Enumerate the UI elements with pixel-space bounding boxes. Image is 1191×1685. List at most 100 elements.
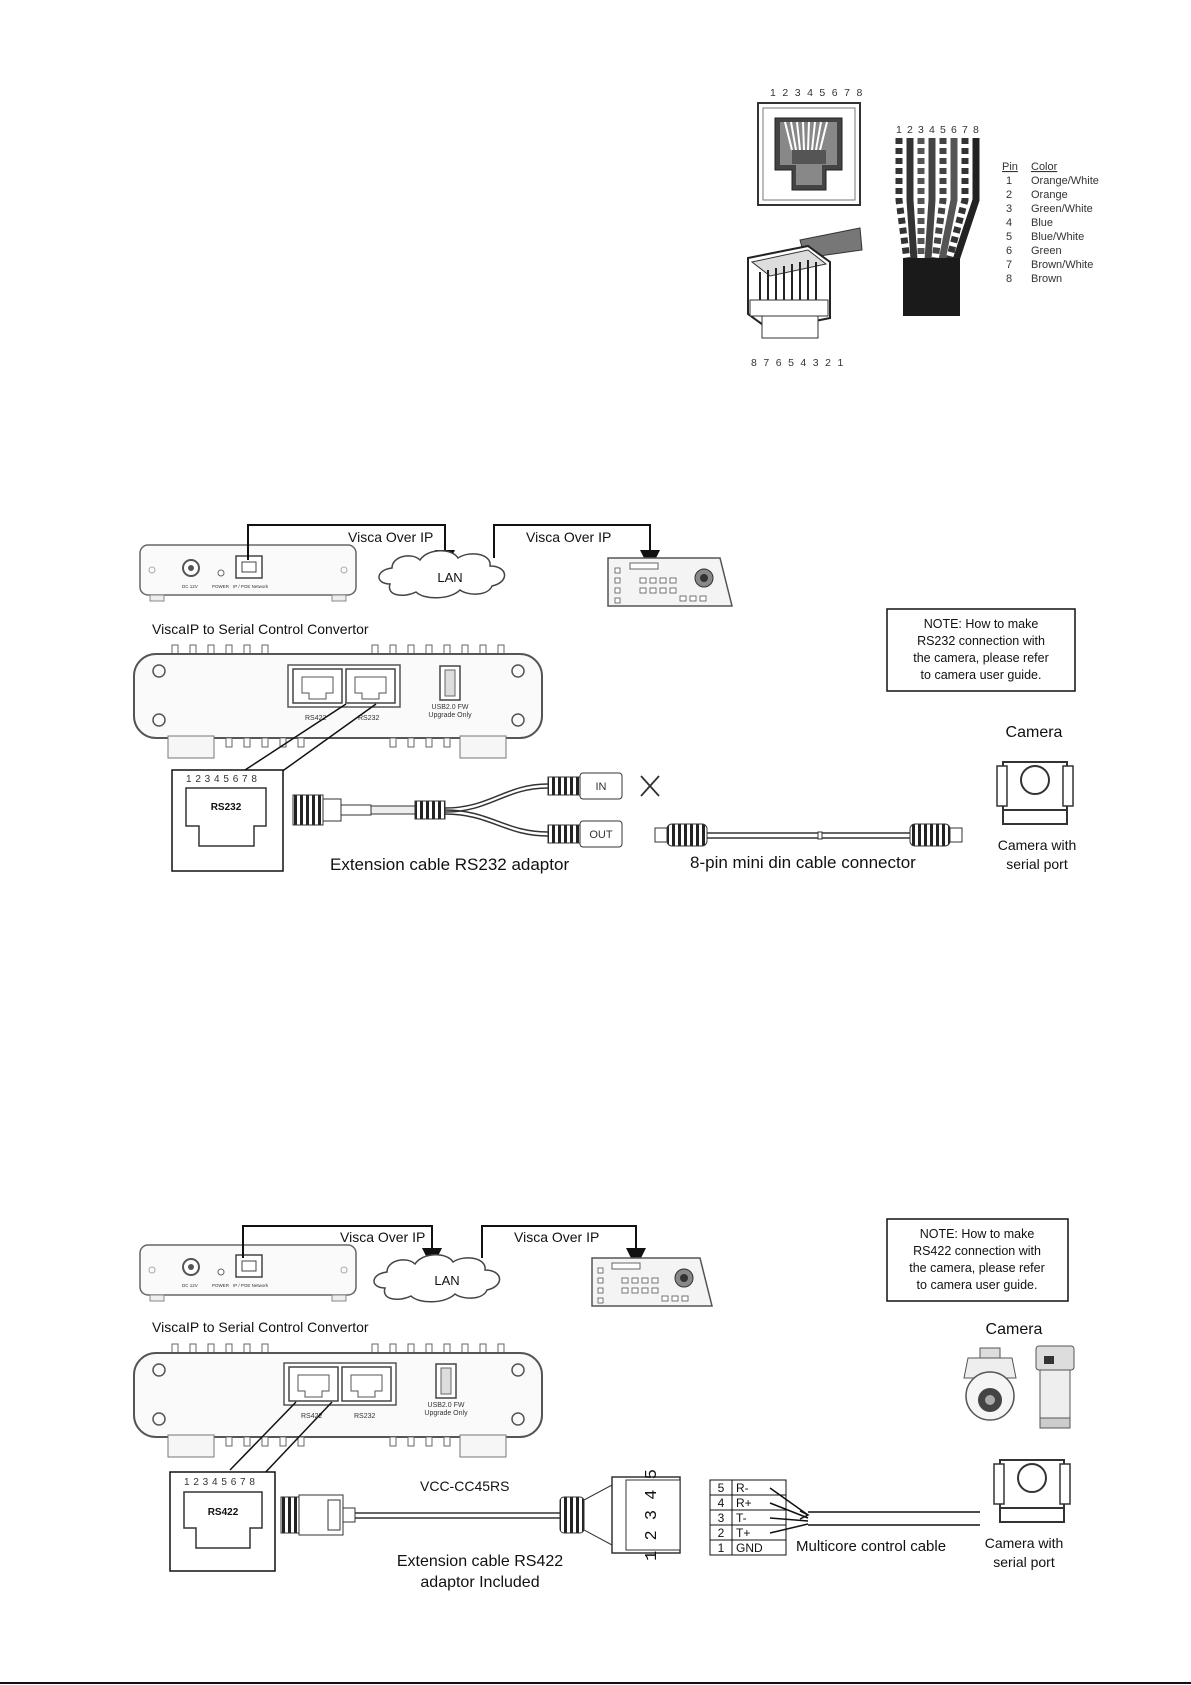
screw-icon (511, 1412, 525, 1426)
pin-number: 1 (1006, 175, 1012, 187)
terminal-number: 4 (718, 1496, 725, 1510)
rs422-port-label: RS422 (301, 1413, 323, 1420)
usb-label-line1: USB2.0 FW (428, 1402, 465, 1409)
visca-arrow-right (481, 1225, 646, 1268)
adaptor-caption: Extension cable RS232 adaptor (330, 855, 569, 874)
din-caption: 8-pin mini din cable connector (690, 853, 916, 872)
rs232-adaptor-cable-icon: IN OUT (292, 772, 660, 848)
pin-color: Orange (1031, 189, 1068, 201)
positioning-camera-icon (1035, 1345, 1075, 1429)
rs422-port-label: RS422 (305, 715, 327, 722)
rj45-jack-icon (757, 102, 861, 206)
wire-pin-number: 3 (918, 124, 924, 136)
adaptor-caption-line1: Extension cable RS422 (397, 1553, 563, 1570)
zoom-line (229, 1401, 297, 1471)
power-led-icon (217, 1268, 225, 1276)
usb-port-icon (439, 665, 461, 701)
rs422-jack-zoom: 1 2 3 4 5 6 7 8 RS422 (169, 1471, 276, 1572)
network-label: IP / POE Network (233, 1283, 269, 1288)
terminal-signal: GND (736, 1541, 763, 1555)
rs422-port-icon (292, 668, 343, 704)
power-led-icon (217, 569, 225, 577)
screw-icon (511, 713, 525, 727)
wire-pin-number: 2 (907, 124, 913, 136)
rj45-pinout-figure: 1 2 3 4 5 6 7 8 (747, 87, 1099, 369)
terminal-block-digits: 1 2 3 4 5 (643, 1469, 662, 1561)
visca-label-left: Visca Over IP (340, 1229, 425, 1245)
pin-color: Green (1031, 245, 1062, 257)
rs232-port-label: RS232 (358, 715, 380, 722)
zoom-line (261, 1401, 333, 1477)
terminal-number: 5 (718, 1481, 725, 1495)
note-line: the camera, please refer (909, 1261, 1045, 1275)
note-line: NOTE: How to make (924, 617, 1039, 631)
color-header: Color (1031, 161, 1058, 173)
pin-number: 5 (1006, 231, 1012, 243)
network-label: IP / POE Network (233, 584, 269, 589)
rs422-port-icon (288, 1366, 339, 1402)
screw-icon (152, 713, 166, 727)
terminal-pinout-table: 5 R- 4 R+ 3 T- 2 T+ 1 GND (709, 1479, 787, 1556)
visca-arrow-left (242, 1225, 442, 1268)
out-label: OUT (589, 829, 613, 841)
camera-caption-line1: Camera with (985, 1535, 1064, 1551)
cross-icon (640, 775, 660, 797)
wire-pin-number: 5 (940, 124, 946, 136)
ptz-camera-icon (993, 1459, 1071, 1523)
note-line: the camera, please refer (913, 651, 1049, 665)
pin-color: Brown (1031, 273, 1062, 285)
zoom-line (269, 703, 377, 781)
terminal-number: 3 (718, 1511, 725, 1525)
rs232-connection-diagram: DC 12V POWER IP / POE Network Visca Over… (133, 524, 1076, 874)
wire-pin-number: 1 (896, 124, 902, 136)
terminal-signal: T- (736, 1511, 747, 1525)
converter-back-small: DC 12V POWER IP / POE Network (139, 544, 357, 602)
screw-icon (152, 1412, 166, 1426)
pin-number: 8 (1006, 273, 1012, 285)
lan-cloud-icon: LAN (373, 1254, 501, 1303)
camera-caption-line2: serial port (1006, 856, 1068, 872)
visca-label-right: Visca Over IP (514, 1229, 599, 1245)
screw-icon (152, 664, 166, 678)
lan-label: LAN (437, 570, 462, 585)
visca-arrow-right (493, 524, 660, 570)
rs422-note-box: NOTE: How to make RS422 connection with … (886, 1218, 1069, 1302)
wire-pin-number: 6 (951, 124, 957, 136)
visca-label-right: Visca Over IP (526, 529, 611, 545)
jack-pin-numbers: 1 2 3 4 5 6 7 8 (770, 87, 864, 99)
usb-port-icon (435, 1363, 457, 1399)
pin-number: 3 (1006, 203, 1012, 215)
wire-pin-number: 7 (962, 124, 968, 136)
note-line: to camera user guide. (921, 668, 1042, 682)
dome-camera-icon (963, 1347, 1017, 1421)
zoom-line (244, 703, 347, 771)
usb-label-line2: Upgrade Only (424, 1410, 468, 1417)
pin-header: Pin (1002, 161, 1018, 173)
pin-number: 4 (1006, 217, 1012, 229)
device-title: ViscaIP to Serial Control Convertor (152, 621, 369, 637)
usb-label-line1: USB2.0 FW (432, 704, 469, 711)
camera-caption-line2: serial port (993, 1554, 1055, 1570)
terminal-number: 2 (718, 1526, 725, 1540)
jack-pin-numbers: 1 2 3 4 5 6 7 8 (184, 1477, 255, 1488)
device-title: ViscaIP to Serial Control Convertor (152, 1319, 369, 1335)
power-label: POWER (212, 584, 230, 589)
pin-number: 7 (1006, 259, 1012, 271)
ptz-keyboard-controller-icon (607, 557, 733, 607)
pin-number: 6 (1006, 245, 1012, 257)
terminal-signal: R- (736, 1481, 749, 1495)
wire-pin-labels: 1 2 3 4 5 6 7 8 (896, 124, 979, 136)
rs232-port-label: RS232 (354, 1413, 376, 1420)
dc-label: DC 12V (182, 1283, 198, 1288)
screw-icon (152, 1363, 166, 1377)
mini-din-cable-icon (654, 823, 963, 847)
pin-number: 2 (1006, 189, 1012, 201)
jack-label: RS232 (211, 802, 242, 813)
visca-arrow-left (247, 524, 455, 570)
jack-pin-numbers: 1 2 3 4 5 6 7 8 (186, 774, 257, 785)
pin-color: Green/White (1031, 203, 1093, 215)
in-label: IN (596, 781, 607, 793)
note-line: RS232 connection with (917, 634, 1045, 648)
camera-title: Camera (986, 1321, 1043, 1338)
